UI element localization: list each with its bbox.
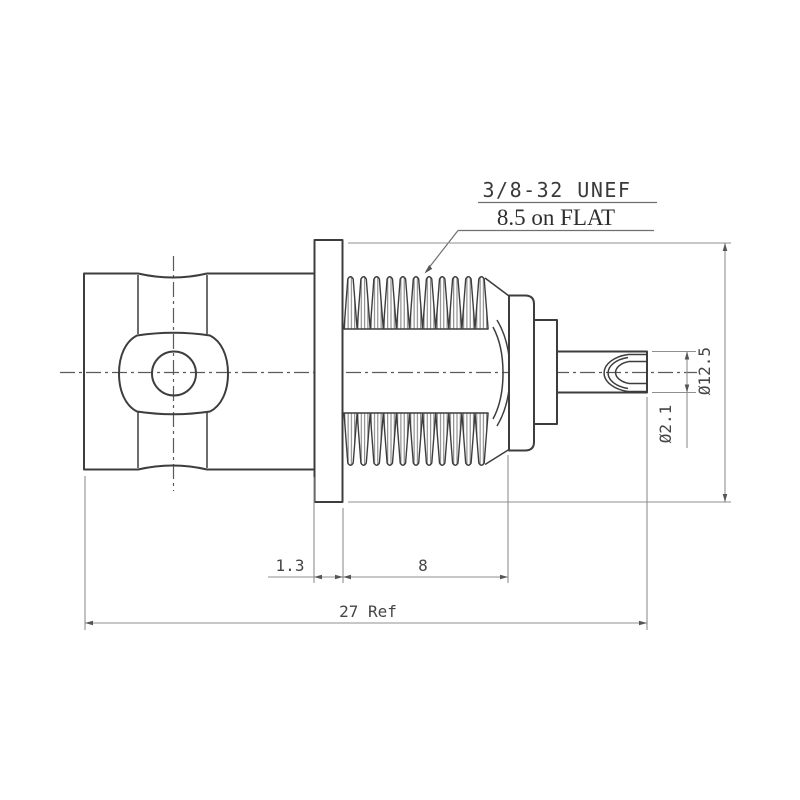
dim-pin-diameter: Ø2.1 <box>652 350 696 448</box>
thread-teeth-top <box>343 276 489 330</box>
ext-lines <box>652 350 696 394</box>
arrow-left <box>85 620 93 626</box>
callout-leader-line <box>425 230 459 272</box>
pin-outline <box>556 350 648 394</box>
ext-lines <box>84 397 648 630</box>
ext-lines <box>313 477 344 583</box>
bayonet-boss <box>118 331 229 416</box>
bayonet-pin-hole <box>151 350 197 397</box>
pin-diameter-value: Ø2.1 <box>656 405 675 444</box>
arrow-left <box>343 574 351 580</box>
arrow-bottom <box>722 494 728 502</box>
solder-pin <box>556 350 648 394</box>
dim-overall-length: 27 Ref <box>84 397 648 630</box>
thread-spec-label: 3/8-32 UNEF <box>483 178 632 202</box>
overall-length-value: 27 Ref <box>339 602 397 621</box>
arrow-left <box>314 574 322 580</box>
solder-cup-walls <box>628 353 647 393</box>
body-saddle-lines <box>137 275 208 468</box>
ext-lines <box>348 242 731 503</box>
mounting-flange <box>313 239 344 503</box>
arrow-top <box>684 351 690 360</box>
thread-length-value: 8 <box>418 556 428 575</box>
centerlines <box>60 256 697 491</box>
rear-shell-step1 <box>508 294 535 452</box>
dim-thread-length: 8 <box>343 455 509 583</box>
arrow-right <box>335 574 343 580</box>
rear-shell <box>508 294 558 452</box>
thread-callout: 3/8-32 UNEF 8.5 on FLAT <box>424 178 657 274</box>
dim-flange-thickness: 1.3 <box>268 477 344 583</box>
dim-flange-diameter: Ø12.5 <box>348 242 731 503</box>
flange-outline <box>313 239 344 503</box>
callout-leader-arrow <box>424 264 433 274</box>
arrow-right <box>500 574 508 580</box>
flange-diameter-value: Ø12.5 <box>695 347 714 395</box>
arrow-bottom <box>684 384 690 393</box>
rear-shell-step2 <box>533 319 558 425</box>
body-outline <box>83 272 315 471</box>
arrow-top <box>722 243 728 251</box>
thread-teeth-bottom <box>343 412 489 466</box>
arrow-right <box>639 620 647 626</box>
flat-spec-label: 8.5 on FLAT <box>497 205 615 230</box>
flange-thickness-value: 1.3 <box>276 556 305 575</box>
solder-cup-arcs <box>603 353 630 393</box>
coupling-body <box>83 272 315 471</box>
thread-section <box>343 276 511 466</box>
thread-runout-lines <box>484 277 510 466</box>
